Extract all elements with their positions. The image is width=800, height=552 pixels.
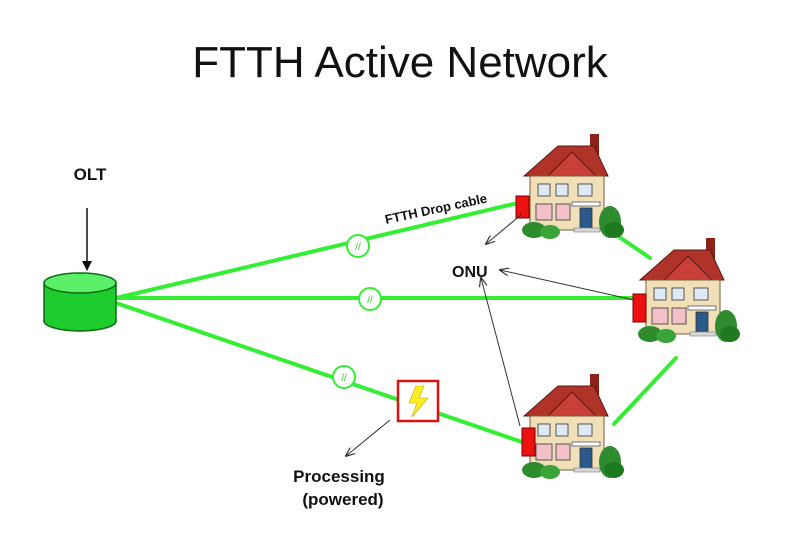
svg-text://: //: [355, 242, 361, 253]
onu-pointer-arrows: [481, 213, 635, 427]
splice-circle-icon: //: [346, 234, 370, 258]
lightning-bolt-icon: [408, 385, 429, 418]
splice-circles: // // //: [332, 234, 382, 389]
processing-arrow: [346, 419, 391, 456]
svg-text://: //: [367, 295, 373, 306]
olt-label: OLT: [74, 165, 107, 184]
fiber-link-top: [114, 200, 524, 300]
house-icon: [521, 373, 625, 480]
fiber-link-bottom: [114, 301, 524, 444]
onu-box-icon: [515, 195, 530, 219]
onu-box-icon: [632, 293, 647, 323]
processing-node: [396, 379, 440, 423]
splice-circle-icon: //: [332, 365, 356, 389]
page-title: FTTH Active Network: [192, 38, 608, 87]
onu-box-icon: [521, 427, 536, 457]
house-icon: [637, 237, 741, 344]
olt-cylinder-icon: [43, 272, 117, 332]
svg-text://: //: [341, 373, 347, 384]
onu-label: ONU: [452, 264, 488, 281]
splice-circle-icon: //: [358, 287, 382, 311]
fiber-link-house2-house3: [612, 356, 678, 426]
house-icon: [521, 133, 625, 240]
processing-label-line2: (powered): [302, 490, 383, 509]
processing-label-line1: Processing: [293, 467, 385, 486]
